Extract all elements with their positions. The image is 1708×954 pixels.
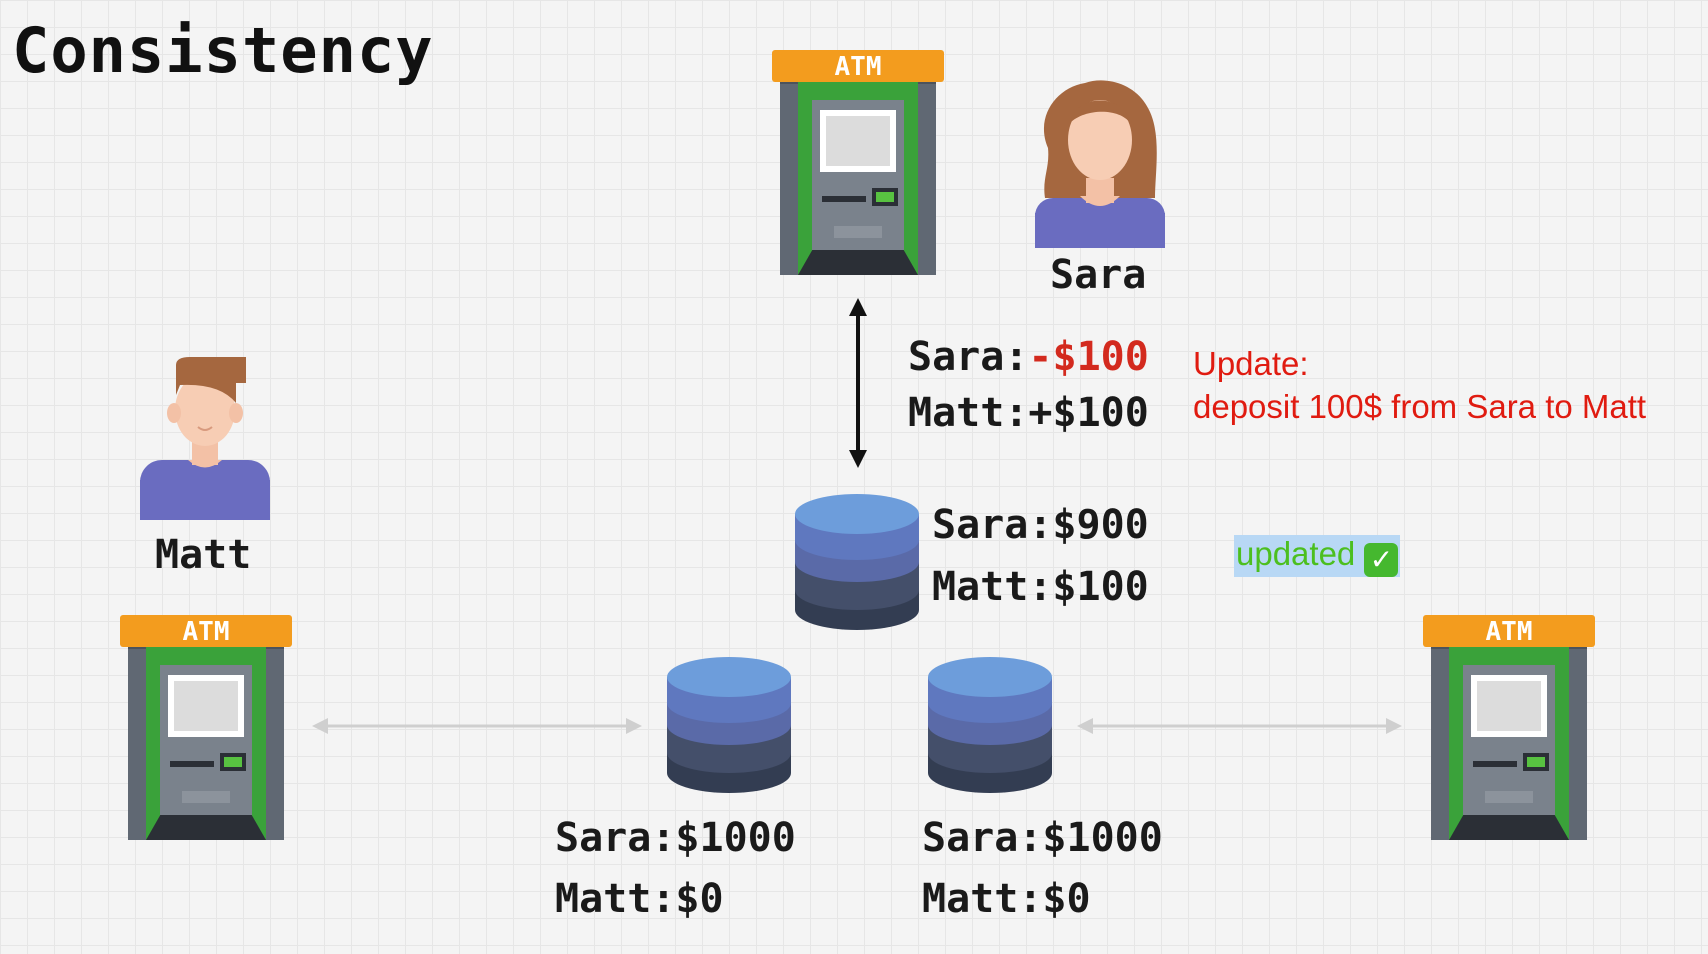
atm-label: ATM — [183, 617, 230, 647]
vertical-double-arrow-icon — [849, 298, 867, 468]
replica-right-database-icon — [928, 657, 1052, 793]
replica-right-matt: Matt:$0 — [922, 876, 1091, 922]
replica-left-matt-value: $0 — [675, 876, 724, 922]
transaction-matt-value: +$100 — [1028, 390, 1149, 436]
atm-top: ATM — [772, 50, 944, 275]
status-badge: updated ✓ — [1234, 535, 1401, 577]
sara-name: Sara — [1050, 252, 1147, 298]
page-title: Consistency — [12, 14, 434, 87]
primary-db-sara-value: $900 — [1052, 502, 1149, 548]
replica-left-matt: Matt:$0 — [555, 876, 724, 922]
transaction-matt-label: Matt: — [908, 390, 1029, 436]
transaction-matt-line: Matt:+$100 — [908, 390, 1149, 436]
left-link-arrow-icon — [312, 718, 642, 734]
primary-db-matt-label: Matt: — [932, 564, 1053, 610]
replica-right-sara-label: Sara: — [922, 815, 1043, 861]
transaction-sara-line: Sara:-$100 — [908, 334, 1149, 380]
sara-avatar-icon — [1035, 80, 1165, 248]
replica-left-sara-value: $1000 — [675, 815, 796, 861]
primary-db-matt: Matt:$100 — [932, 564, 1149, 610]
replica-left-database-icon — [667, 657, 791, 793]
atm-label: ATM — [1486, 617, 1533, 647]
atm-label: ATM — [835, 52, 882, 82]
matt-avatar-icon — [140, 357, 270, 520]
atm-left: ATM — [120, 615, 292, 840]
replica-right-matt-label: Matt: — [922, 876, 1043, 922]
replica-right-sara: Sara:$1000 — [922, 815, 1163, 861]
primary-db-sara: Sara:$900 — [932, 502, 1149, 548]
status-text: updated — [1236, 535, 1356, 572]
transaction-sara-label: Sara: — [908, 334, 1029, 380]
replica-left-matt-label: Matt: — [555, 876, 676, 922]
update-note-detail: deposit 100$ from Sara to Matt — [1193, 388, 1647, 425]
replica-left-sara-label: Sara: — [555, 815, 676, 861]
primary-db-sara-label: Sara: — [932, 502, 1053, 548]
primary-db-matt-value: $100 — [1052, 564, 1149, 610]
transaction-sara-value: -$100 — [1028, 334, 1149, 380]
right-link-arrow-icon — [1077, 718, 1402, 734]
replica-left-sara: Sara:$1000 — [555, 815, 796, 861]
check-mark-icon: ✓ — [1364, 543, 1399, 577]
primary-database-icon — [795, 494, 919, 630]
atm-right: ATM — [1423, 615, 1595, 840]
replica-right-matt-value: $0 — [1042, 876, 1091, 922]
replica-right-sara-value: $1000 — [1042, 815, 1163, 861]
update-note-title: Update: — [1193, 345, 1309, 382]
matt-name: Matt — [155, 532, 252, 578]
update-note: Update: deposit 100$ from Sara to Matt — [1193, 342, 1646, 428]
